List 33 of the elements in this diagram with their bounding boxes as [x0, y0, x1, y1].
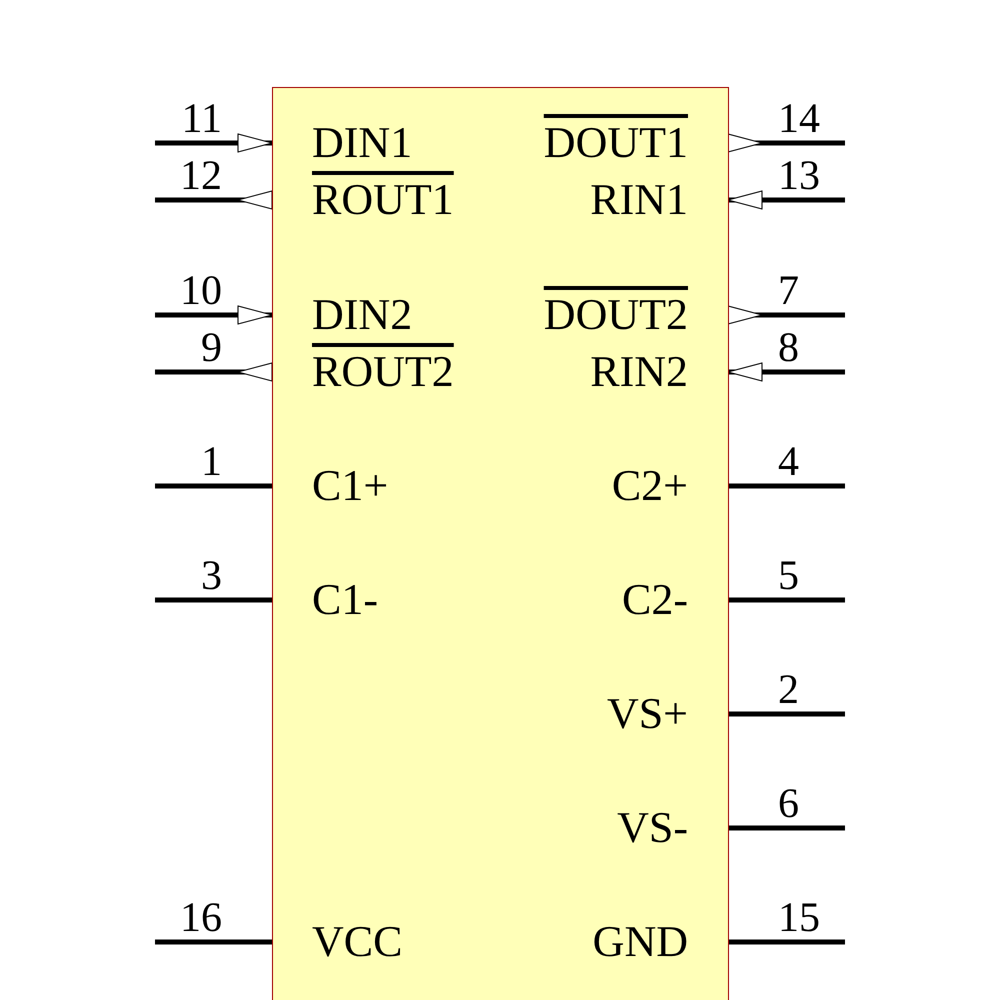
pin-number: 5	[778, 555, 799, 597]
pin-number: 9	[201, 327, 222, 369]
pin-label: RIN1	[590, 178, 688, 222]
pin-label: DIN1	[312, 121, 412, 165]
pin-label: VS-	[617, 806, 688, 850]
pin-label: ROUT2	[312, 350, 454, 394]
pin-label: VS+	[606, 692, 688, 736]
pin-number: 10	[180, 270, 222, 312]
pin-label: ROUT1	[312, 178, 454, 222]
pin-number: 8	[778, 327, 799, 369]
ic-body	[272, 87, 729, 1000]
pin-label: C1+	[312, 464, 388, 508]
pin-number: 13	[778, 155, 820, 197]
pin-label: C1-	[312, 578, 378, 622]
pin-number: 4	[778, 441, 799, 483]
pin-number: 11	[182, 98, 222, 140]
pin-label: GND	[592, 920, 688, 964]
pin-number: 12	[180, 155, 222, 197]
pin-number: 2	[778, 669, 799, 711]
pin-number: 16	[180, 897, 222, 939]
pin-number: 1	[201, 441, 222, 483]
pin-label: VCC	[312, 920, 402, 964]
pin-number: 14	[778, 98, 820, 140]
pin-label: DOUT1	[544, 121, 688, 165]
pin-number: 7	[778, 270, 799, 312]
pin-label: RIN2	[590, 350, 688, 394]
pin-label: C2-	[622, 578, 688, 622]
pin-number: 6	[778, 783, 799, 825]
pin-number: 3	[201, 555, 222, 597]
pin-label: DOUT2	[544, 293, 688, 337]
pin-label: C2+	[612, 464, 688, 508]
pin-number: 15	[778, 897, 820, 939]
pin-label: DIN2	[312, 293, 412, 337]
